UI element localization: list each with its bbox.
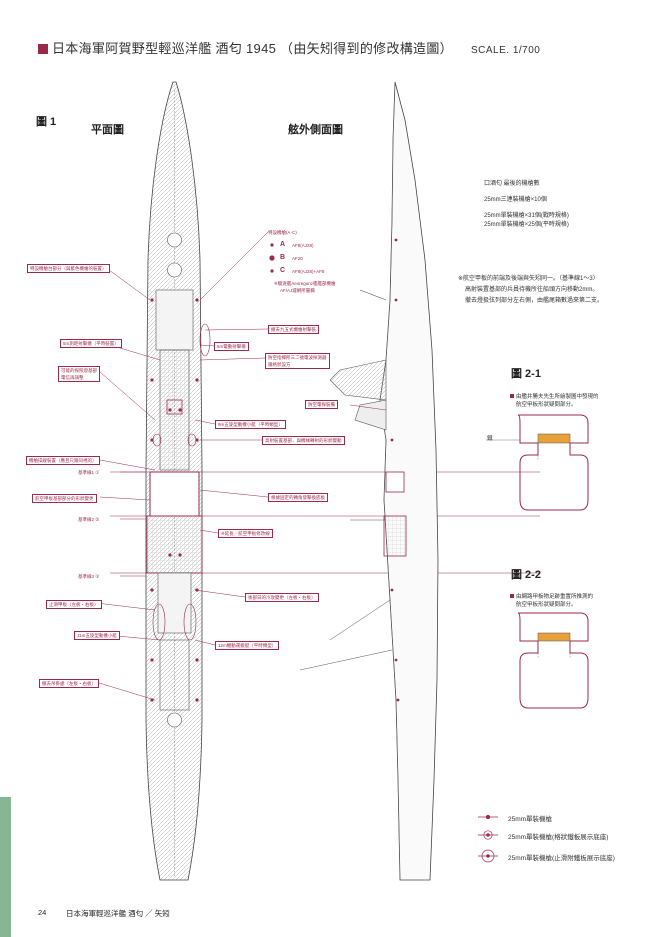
figure22-caption: 由網路甲板物足跡重置所推測的 航空甲板形狀疑問部分。: [510, 594, 593, 610]
legend-item-1: 25mm單裝機槍: [508, 816, 553, 823]
annotation-left-7: 11m五旋型動機小艇: [74, 631, 120, 640]
profile-view-hull: [299, 81, 439, 881]
profile-view-label: 舷外側面圖: [288, 124, 343, 136]
annotation-right-10: 防空電探裝備: [305, 400, 338, 409]
annotation-left-2: 5m測距射擊儀（平時裝置）: [60, 339, 122, 348]
mini-legend-marks: [269, 243, 275, 273]
mini-legend-b-text: AF20: [292, 256, 303, 261]
mini-legend-note-2: AF/AJ濾網所屬欄: [280, 288, 315, 293]
mini-legend-c: C: [280, 267, 286, 274]
annotation-right-3: 防空指揮所三二號電波探測器 鐵格狀設方: [265, 353, 330, 369]
mini-legend-a-text: AF8(AJ28): [292, 243, 314, 248]
annotation-right-4: 9m五旋型動機小艇（平時類型）: [215, 420, 286, 429]
annotation-right-8: 後部日的冷攻變更（左板・右板）: [245, 593, 319, 602]
bullet-icon: [510, 594, 514, 598]
title-square-icon: [38, 44, 48, 54]
note-line3a: 25mm單裝機槍×31個(戰時規格): [484, 213, 569, 219]
scale-label: SCALE. 1/700: [470, 45, 541, 56]
annotation-right-7: ※延長／航空甲板修改線: [218, 529, 273, 538]
note-line3b: 25mm單裝機槍×25個(平時規格): [484, 222, 569, 228]
mini-legend-c-text: AF8(AJ28)+AF8: [292, 269, 325, 274]
figure22-shape: [517, 612, 589, 709]
mini-legend-b: B: [280, 254, 286, 261]
leader-lines: [95, 231, 387, 701]
side-color-bar: [0, 797, 11, 937]
annotation-left-5: 航空甲板基部部分的形狀變更: [32, 494, 97, 503]
annotation-right-5: 高射裝置基部，與機械轉射的形狀變動: [262, 436, 345, 445]
mini-legend-head: 特設機槍(A·C): [268, 230, 297, 235]
note-line1: 口酒匂 最後的機槍數: [484, 181, 540, 187]
mini-legend-a: A: [280, 241, 286, 248]
remark-line3: 撤去燈扱弦列部分左右側，由艦尾箱數過來第二支。: [465, 298, 604, 304]
mini-legend-note-1: ※驅逐艦Aeoregunz艦艦部機槍: [274, 281, 336, 286]
annotation-right-6: 根據固定的轉角發擊換底板: [268, 493, 328, 502]
annotation-left-3: 可能的探照燈基部 電信再調整: [58, 366, 100, 382]
bullet-icon: [510, 394, 514, 398]
annotation-left-1: 特設機槍台部分（與藍色機槍的裝置）: [27, 264, 110, 273]
plan-view-label: 平面圖: [91, 124, 124, 136]
figure21-shape: [486, 414, 589, 511]
annotation-left-8: 撤去吊掛處（左板・右板）: [39, 679, 99, 688]
note-line2: 25mm三連裝機槍×10個: [484, 197, 547, 203]
remark-line2: 高射裝置基部的兵員待機所往船頭方向移動2mm。: [465, 287, 599, 293]
plan-view-hull: [145, 81, 211, 881]
page-number: 24: [38, 908, 47, 917]
annotation-right-9: 12m機動運搬艇（平時類型）: [215, 641, 280, 650]
annotation-right-2: 5m電動射擊儀: [214, 342, 249, 351]
annotation-left-4: 機槍操縱裝置（應且只跟同視的）: [26, 456, 100, 465]
legend-item-2: 25mm單裝機槍(格狀鐵板展示底座): [508, 834, 609, 841]
page-title: 日本海軍阿賀野型輕巡洋艦 酒匂 1945 （由矢矧得到的修改構造圖）SCALE.…: [38, 38, 540, 57]
footer-text: 日本海軍輕巡洋艦 酒匂 ／ 矢矧: [66, 909, 170, 918]
figure21-caption: 由艦井勝夫先生所繪製圖中發現的 航空甲板形狀疑問部分。: [510, 394, 599, 410]
baseline-label-3: 基準線3 ③: [78, 574, 100, 579]
baseline-label-2: 基準線2 ②: [78, 517, 100, 522]
figure1-label: 圖 1: [36, 116, 57, 128]
figure21-label: 圖 2-1: [511, 368, 541, 380]
annotation-right-1: 撤去九五式機槍射擊裝: [268, 325, 319, 334]
annotation-left-6: 止滑甲板（左板・右板）: [46, 600, 102, 609]
figure21-side-label: 鐵: [487, 436, 493, 442]
baseline-label-1: 基準線1 ①: [78, 470, 100, 475]
figure22-label: 圖 2-2: [511, 569, 541, 581]
legend-item-3: 25mm單裝機槍(止滑附鐵板展示底座): [508, 855, 615, 862]
remark-line1: ※航空甲板的前端及後端與矢矧同一。（基準線1～3）: [458, 276, 599, 282]
legend-symbols: [478, 814, 498, 863]
